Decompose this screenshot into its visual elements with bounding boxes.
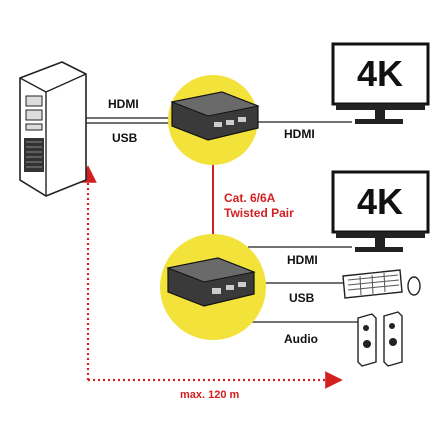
- transmitter-unit-icon: [170, 91, 260, 141]
- pc-hdmi-label: HDMI: [108, 97, 139, 111]
- cable-twisted-pair-label: Twisted Pair: [224, 206, 294, 220]
- monitor-icon: [331, 42, 430, 124]
- usb-out-label: USB: [289, 291, 315, 305]
- bottom-hdmi-label: HDMI: [287, 253, 318, 267]
- mouse-icon: [407, 276, 421, 296]
- distance-indicator: [79, 165, 343, 389]
- monitor-icon: [331, 170, 430, 252]
- top-hdmi-label: HDMI: [284, 127, 315, 141]
- receiver-unit-icon: [166, 257, 256, 307]
- pc-usb-label: USB: [112, 131, 138, 145]
- keyboard-icon: [342, 269, 403, 299]
- speaker-icon: [383, 311, 403, 367]
- top-monitor-4k-badge: 4K: [357, 53, 403, 94]
- bottom-monitor-4k-badge: 4K: [357, 181, 403, 222]
- audio-out-label: Audio: [284, 332, 318, 346]
- speaker-icon: [357, 313, 377, 367]
- pc-tower-icon: [19, 61, 87, 197]
- pc-to-transmitter-cables: [84, 117, 175, 124]
- distance-label: max. 120 m: [180, 389, 240, 401]
- cable-type-label: Cat. 6/6A: [224, 191, 276, 205]
